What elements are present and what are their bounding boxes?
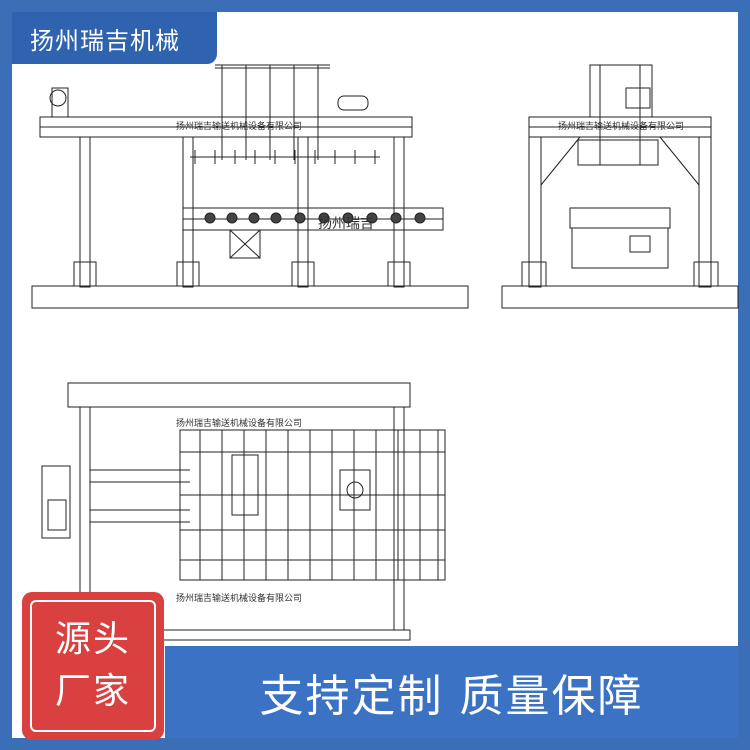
factory-badge: 源头 厂家 [22,592,164,740]
plan-view [41,382,446,641]
drawing-label-front: 扬州瑞吉输送机械设备有限公司 [176,120,302,132]
promo-banner: 支持定制 质量保障 [165,646,738,738]
drawing-label-plan-top: 扬州瑞吉输送机械设备有限公司 [176,417,302,429]
badge-border: 源头 厂家 [30,600,156,732]
promo-text: 支持定制 质量保障 [259,671,644,722]
handwritten-mark: 扬州瑞吉 [318,216,374,232]
brand-tab: 扬州瑞吉机械 [12,12,217,64]
badge-line1: 源头 [54,619,131,660]
drawing-label-plan-bottom: 扬州瑞吉输送机械设备有限公司 [176,592,302,604]
front-view [31,64,469,309]
side-view [501,64,739,309]
brand-name: 扬州瑞吉机械 [30,26,180,55]
drawing-label-side: 扬州瑞吉输送机械设备有限公司 [558,120,684,132]
badge-line2: 厂家 [54,671,131,712]
